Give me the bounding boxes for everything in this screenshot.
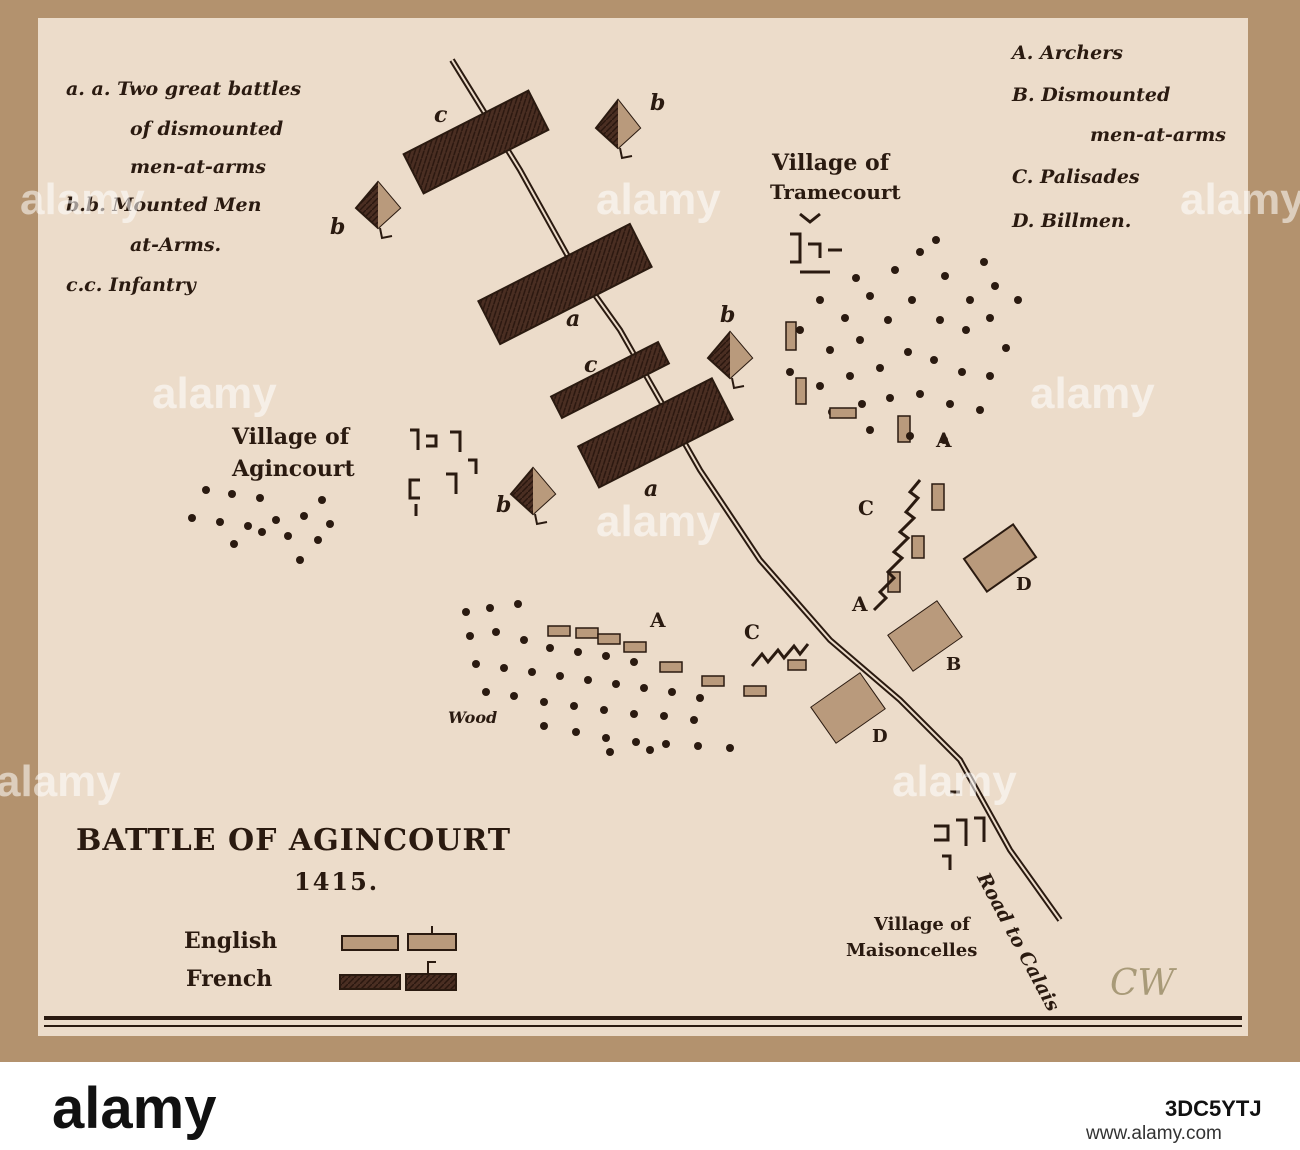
marker-b-right: b <box>720 302 736 328</box>
legend-a-line1: a. a. Two great battles <box>66 78 302 100</box>
marker-a-upper: a <box>566 306 581 332</box>
tramecourt-woods <box>786 236 1022 444</box>
marker-archers-centre: A <box>852 592 868 616</box>
watermark-2: alamy <box>596 175 721 224</box>
wood-trees <box>462 600 734 756</box>
watermark-3: alamy <box>1180 175 1300 224</box>
battle-map-drawing <box>44 58 1242 1027</box>
marker-palisade-wood: C <box>744 620 760 644</box>
stock-footer-bar <box>0 1062 1300 1150</box>
english-archers-east-flank <box>887 415 945 593</box>
image-id: 3DC5YTJ <box>1165 1096 1262 1121</box>
agincourt-label-line2: Agincourt <box>232 456 355 482</box>
french-mounted-marker-3 <box>706 330 754 390</box>
tramecourt-label-line2: Tramecourt <box>770 180 901 204</box>
alamy-logo: alamy <box>52 1076 217 1141</box>
wood-label: Wood <box>448 708 498 727</box>
marker-men-at-arms: B <box>946 654 962 675</box>
legend-dismounted-line1: B. Dismounted <box>1012 84 1171 106</box>
palisade-wood-line <box>750 643 810 667</box>
legend-dismounted-line2: men-at-arms <box>1090 124 1226 146</box>
marker-c-middle: c <box>584 352 598 378</box>
legend-archers: A. Archers <box>1012 42 1123 64</box>
marker-billmen-west: D <box>872 726 888 747</box>
marker-b-top: b <box>650 90 666 116</box>
maisoncelles-label-line2: Maisoncelles <box>846 940 978 961</box>
stock-url: www.alamy.com <box>1086 1123 1222 1144</box>
english-archers-wood-flank <box>547 625 807 697</box>
watermark-8: alamy <box>892 757 1017 806</box>
marker-c-top: c <box>434 102 448 128</box>
legend-c-line1: c.c. Infantry <box>66 274 196 296</box>
english-billmen-d-east <box>962 523 1038 593</box>
tramecourt-label-line1: Village of <box>772 150 890 176</box>
french-mounted-marker-1 <box>594 98 642 160</box>
marker-palisade-east: C <box>858 496 874 520</box>
marker-billmen-east: D <box>1016 574 1032 595</box>
marker-a-lower: a <box>644 476 659 502</box>
agincourt-label-line1: Village of <box>232 424 350 450</box>
french-front-battle <box>402 89 550 195</box>
key-swatches <box>339 926 457 991</box>
french-infantry-c <box>549 340 671 420</box>
key-english-label: English <box>184 928 278 954</box>
french-main-battle-a1 <box>477 222 653 346</box>
watermark-7: alamy <box>0 757 121 806</box>
french-mounted-marker-2 <box>354 180 402 240</box>
legend-b-line1: b.b. Mounted Men <box>66 194 262 216</box>
agincourt-trees <box>188 486 334 564</box>
road-centre-line <box>451 59 1061 921</box>
watermark-6: alamy <box>596 497 721 546</box>
english-billmen-d-west <box>810 672 886 744</box>
palisade-east-line <box>872 479 922 612</box>
legend-a-line2: of dismounted <box>130 118 284 140</box>
map-paper <box>38 18 1248 1036</box>
legend-b-line2: at-Arms. <box>130 234 222 256</box>
tramecourt-buildings <box>790 212 842 274</box>
maisoncelles-label-line1: Village of <box>874 914 970 935</box>
watermark-5: alamy <box>1030 369 1155 418</box>
french-main-battle-a2 <box>576 377 735 489</box>
french-mounted-marker-4 <box>509 466 557 526</box>
tramecourt-fields <box>785 321 857 419</box>
marker-archers-wood: A <box>650 608 666 632</box>
watermark-4: alamy <box>152 369 277 418</box>
map-title: BATTLE OF AGINCOURT <box>76 823 512 858</box>
map-year: 1415. <box>294 867 380 896</box>
legend-palisades: C. Palisades <box>1012 166 1140 188</box>
legend-a-line3: men-at-arms <box>130 156 266 178</box>
maisoncelles-buildings <box>934 790 986 870</box>
marker-archers-east: A <box>936 428 952 452</box>
watermark-1: alamy <box>20 175 145 224</box>
agincourt-buildings <box>408 428 478 516</box>
key-french-label: French <box>186 966 273 992</box>
marker-b-lower: b <box>496 492 512 518</box>
marker-b-left: b <box>330 214 346 240</box>
english-men-at-arms-b <box>887 600 963 672</box>
cw-signature: CW <box>1110 963 1175 1004</box>
legend-billmen: D. Billmen. <box>1012 210 1132 232</box>
